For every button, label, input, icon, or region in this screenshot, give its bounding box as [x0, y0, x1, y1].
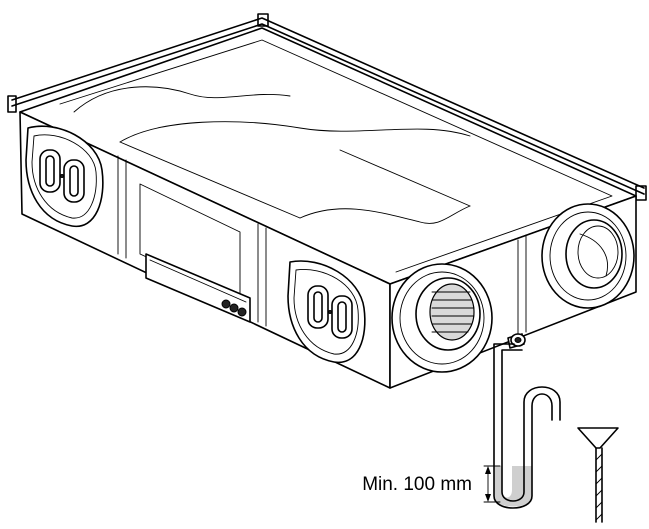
control-panel — [145, 253, 251, 323]
control-button — [229, 303, 239, 313]
drain-trap — [493, 343, 619, 523]
round-duct-connector-front — [391, 263, 493, 373]
control-button — [237, 307, 247, 317]
funnel — [577, 427, 619, 449]
control-button — [221, 299, 231, 309]
ventilation-unit — [7, 13, 647, 389]
round-duct-connector-side — [541, 203, 635, 309]
min-height-dimension: Min. 100 mm — [362, 465, 501, 503]
left-duct-port — [25, 125, 104, 228]
min-height-label: Min. 100 mm — [362, 474, 472, 495]
middle-duct-port — [287, 260, 366, 364]
